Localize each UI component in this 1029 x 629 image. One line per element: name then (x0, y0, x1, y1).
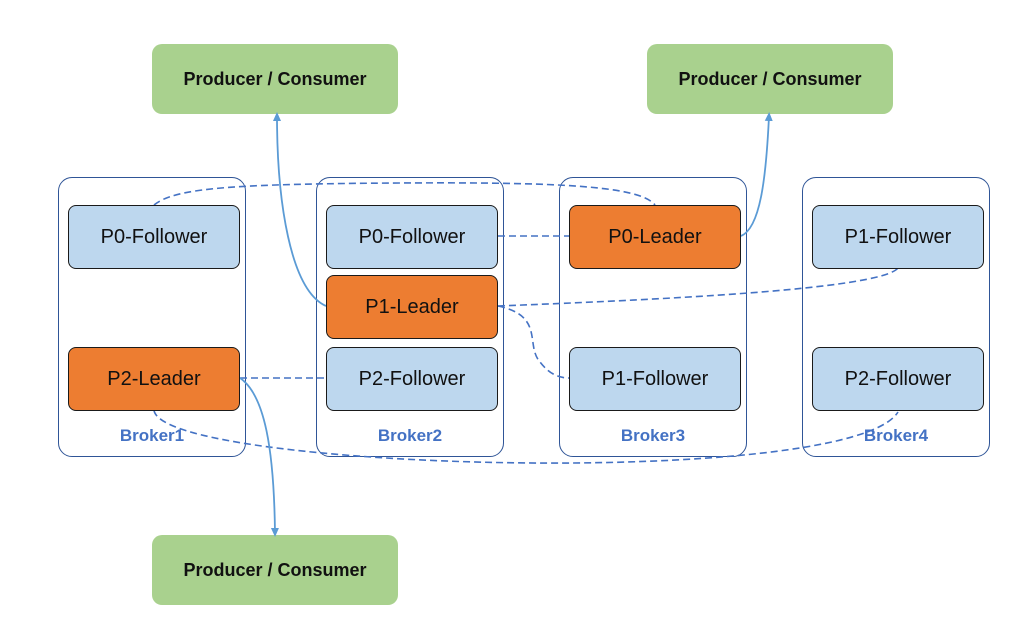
partition-label: P1-Follower (601, 367, 709, 390)
partition-p0-follower-broker2: P0-Follower (326, 205, 498, 269)
partition-label: P1-Leader (365, 295, 459, 318)
replication-links (153, 182, 899, 464)
partition-p2-follower-broker4: P2-Follower (812, 347, 984, 411)
partition-p0-leader-broker3: P0-Leader (569, 205, 741, 269)
broker-label: Broker1 (119, 426, 185, 445)
replication-link-p2-broker4 (153, 409, 899, 464)
broker-label: Broker3 (620, 426, 686, 445)
producer-consumer-top-left: Producer / Consumer (152, 44, 398, 114)
partition-label: P2-Leader (107, 367, 201, 390)
client-label: Producer / Consumer (183, 68, 367, 89)
producer-consumer-top-right: Producer / Consumer (647, 44, 893, 114)
partition-label: P0-Leader (608, 225, 702, 248)
producer-consumer-bottom: Producer / Consumer (152, 535, 398, 605)
partition-label: P0-Follower (358, 225, 466, 248)
partition-label: P0-Follower (100, 225, 208, 248)
broker-label: Broker4 (863, 426, 929, 445)
partition-p1-leader-broker2: P1-Leader (326, 275, 498, 339)
partition-label: P1-Follower (844, 225, 952, 248)
partition-p2-leader-broker1: P2-Leader (68, 347, 240, 411)
partition-label: P2-Follower (844, 367, 952, 390)
partition-p0-follower-broker1: P0-Follower (68, 205, 240, 269)
client-label: Producer / Consumer (678, 68, 862, 89)
partition-p2-follower-broker2: P2-Follower (326, 347, 498, 411)
partition-p1-follower-broker4: P1-Follower (812, 205, 984, 269)
partition-label: P2-Follower (358, 367, 466, 390)
broker-label: Broker2 (377, 426, 443, 445)
client-label: Producer / Consumer (183, 559, 367, 580)
partition-p1-follower-broker3: P1-Follower (569, 347, 741, 411)
